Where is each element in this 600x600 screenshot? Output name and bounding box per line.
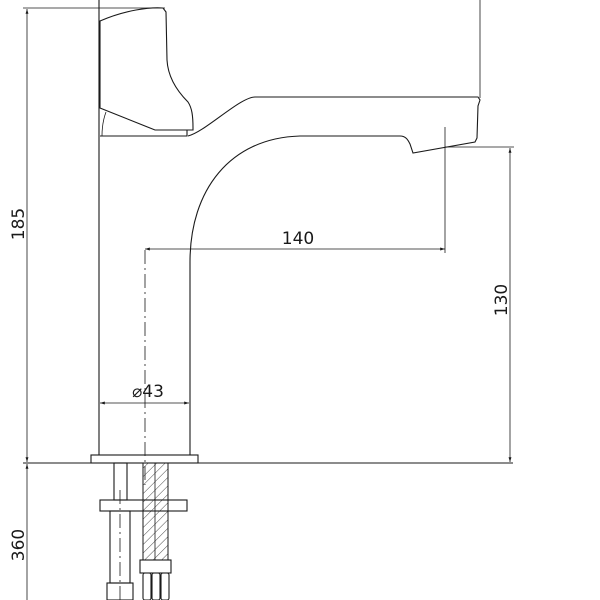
dimension-diameter-43: ⌀43 <box>100 382 189 405</box>
dimension-185: 185 <box>9 7 165 462</box>
base-plate <box>90 454 199 464</box>
faucet-body <box>98 0 481 455</box>
dimension-360: 360 <box>9 464 29 600</box>
dimension-185-label: 185 <box>9 208 29 240</box>
faucet-handle <box>99 7 194 137</box>
dimension-130-label: 130 <box>492 284 512 316</box>
dimension-130: 130 <box>445 146 514 462</box>
dimension-diameter-label: ⌀43 <box>132 382 164 402</box>
dimension-360-label: 360 <box>9 529 29 561</box>
dimension-140: 140 <box>145 127 446 253</box>
dimension-140-label: 140 <box>282 229 314 249</box>
braided-hose <box>139 462 172 600</box>
